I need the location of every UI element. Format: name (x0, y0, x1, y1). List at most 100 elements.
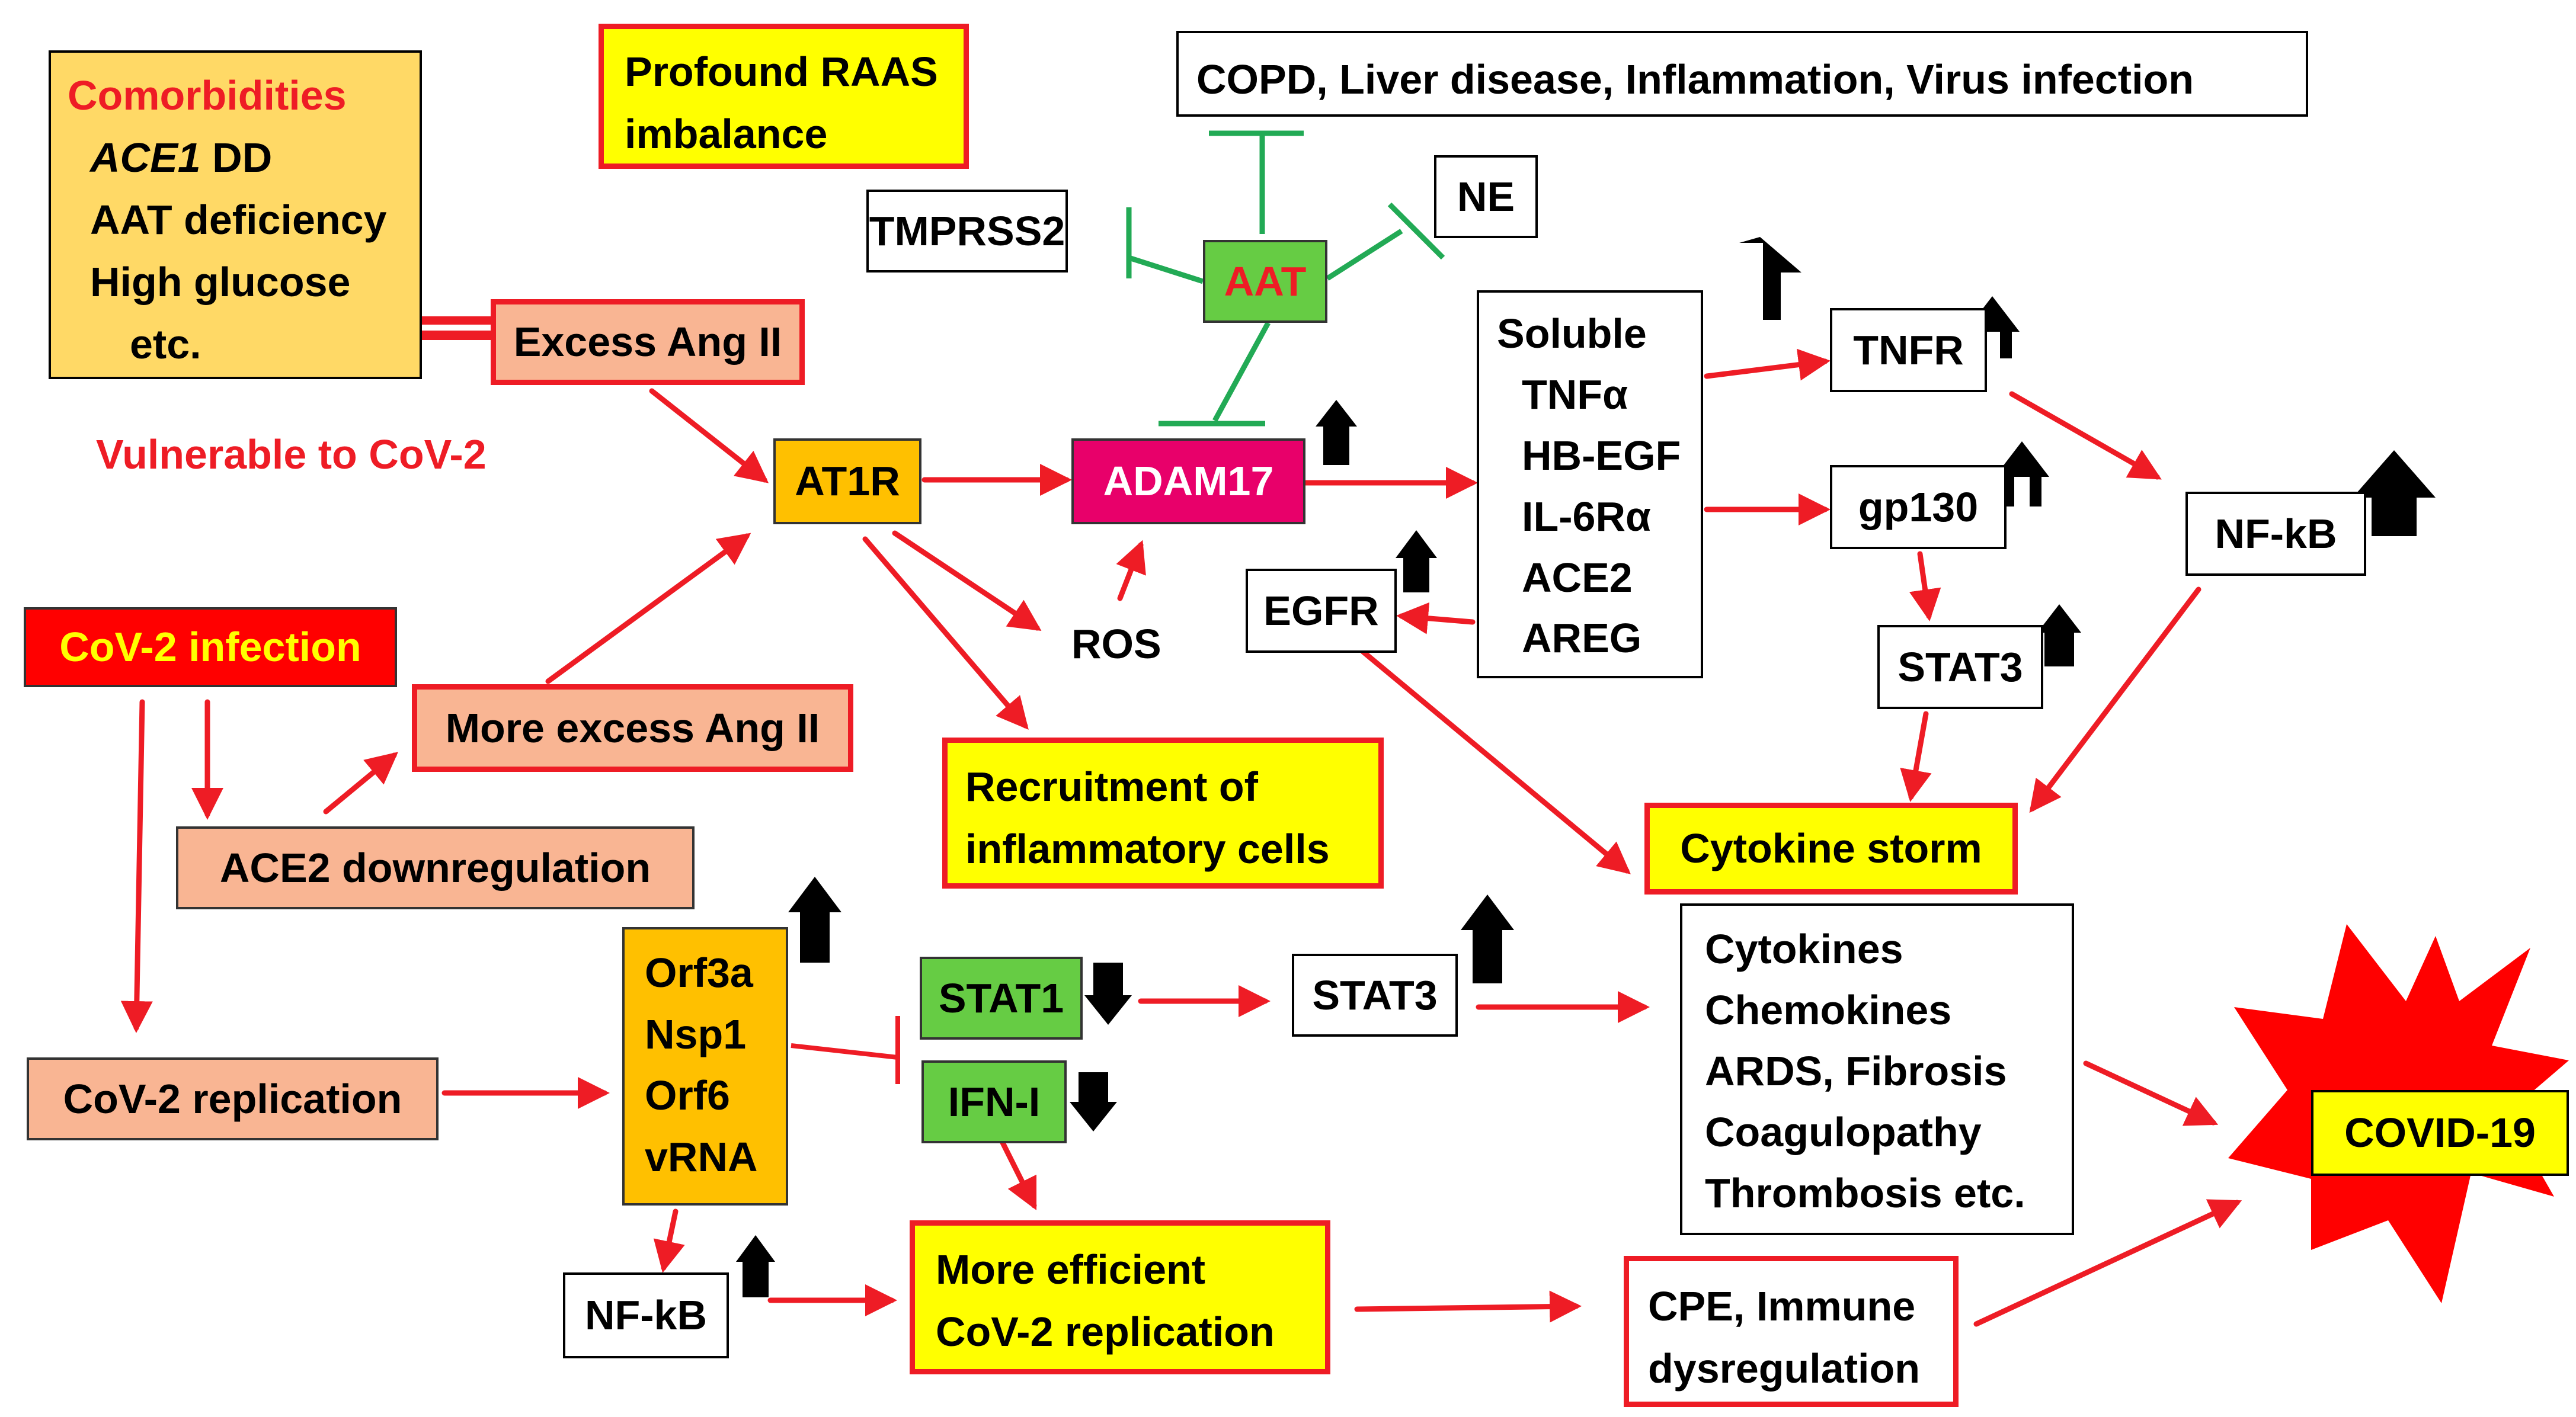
adam17-label: ADAM17 (1103, 458, 1274, 504)
arrow-gp130-stat3 (1909, 551, 1941, 621)
ne-label: NE (1457, 173, 1515, 220)
recruitment-box: Recruitment of inflammatory cells (942, 738, 1384, 889)
efficient-line-2: CoV-2 replication (936, 1309, 1275, 1355)
outcome-cytokines: Cytokines (1705, 926, 1903, 972)
up-arrow-stat3 (2037, 604, 2081, 666)
viral-nsp1: Nsp1 (645, 1011, 747, 1057)
conditions-box: COPD, Liver disease, Inflammation, Virus… (1176, 31, 2308, 117)
viral-inhibition (791, 1016, 900, 1084)
conditions-text: COPD, Liver disease, Inflammation, Virus… (1196, 56, 2194, 102)
stat1-box: STAT1 (920, 957, 1083, 1040)
arrow-egfr-storm (1360, 649, 1631, 874)
arrow-efficient-cpe (1354, 1290, 1582, 1323)
arrow-tnfr-nfkb (2009, 391, 2162, 480)
arrow-viral-nfkb (653, 1208, 685, 1273)
cov2-infection-label: CoV-2 infection (59, 624, 361, 670)
at1r-label: AT1R (795, 458, 900, 504)
arrow-cpe-covid (1973, 1199, 2242, 1327)
more-efficient-box: More efficient CoV-2 replication (910, 1220, 1330, 1374)
outcome-coagulopathy: Coagulopathy (1705, 1108, 1982, 1155)
arrow-stat3-storm (1900, 711, 1932, 802)
up-arrow-egfr (1396, 530, 1437, 592)
cov2-infection-box: CoV-2 infection (24, 607, 397, 687)
up-arrow-nfkb (2353, 450, 2436, 536)
tmprss2-label: TMPRSS2 (869, 207, 1065, 254)
tnfr-box: TNFR (1830, 308, 1987, 392)
up-arrow-soluble (1739, 237, 1801, 320)
up-arrow-adam17 (1316, 400, 1357, 465)
at1r-box: AT1R (773, 438, 921, 524)
arrow-ace2down-moreangii (323, 752, 398, 815)
cytokine-storm-label: Cytokine storm (1680, 825, 1982, 871)
activation-arrows (120, 348, 2242, 1327)
nfkb-lower-box: NF-kB (563, 1272, 729, 1358)
cpe-line-2: dysregulation (1648, 1345, 1920, 1392)
up-arrow-gp130 (1995, 441, 2049, 506)
aat-inhibition-lines (1126, 130, 1445, 427)
soluble-box: Soluble TNFα HB-EGF IL-6Rα ACE2 AREG (1477, 290, 1703, 678)
aat-box: AAT (1203, 240, 1327, 323)
arrow-nfkb-storm (2029, 586, 2201, 813)
ace2-downregulation-label: ACE2 downregulation (219, 844, 651, 891)
arrow-excessangii-at1r (649, 388, 769, 483)
up-arrow-stat3-lower (1461, 895, 1514, 983)
soluble-areg: AREG (1522, 615, 1642, 662)
ne-box: NE (1434, 155, 1538, 238)
recruitment-line-1: Recruitment of (965, 764, 1258, 810)
stat3-lower-box: STAT3 (1292, 954, 1458, 1037)
comorbidities-box: Comorbidities ACE1 DD AAT deficiency Hig… (49, 50, 422, 379)
arrow-at1r-ros (892, 530, 1042, 631)
up-arrow-viral (788, 877, 841, 963)
cov2-replication-label: CoV-2 replication (63, 1075, 402, 1122)
ace1-gene: ACE1 (90, 134, 201, 181)
nfkb-right-label: NF-kB (2215, 510, 2337, 557)
arrow-moreangii-at1r (545, 533, 751, 684)
comorbidity-aat: AAT deficiency (90, 197, 387, 243)
outcomes-box: Cytokines Chemokines ARDS, Fibrosis Coag… (1680, 903, 2074, 1235)
egfr-box: EGFR (1246, 569, 1397, 653)
nfkb-lower-label: NF-kB (584, 1292, 708, 1338)
soluble-ace2: ACE2 (1522, 554, 1633, 601)
excess-ang-ii-box: Excess Ang II (491, 299, 805, 385)
stat3-upper-box: STAT3 (1877, 625, 2043, 709)
comorbidity-etc: etc. (130, 321, 201, 367)
ace1-dd-item: ACE1 DD (68, 127, 420, 189)
more-excess-ang-ii-box: More excess Ang II (412, 684, 853, 772)
vulnerable-label: Vulnerable to CoV-2 (96, 431, 487, 477)
down-arrow-stat1 (1084, 963, 1132, 1025)
outcome-chemokines: Chemokines (1705, 986, 1952, 1033)
cpe-line-1: CPE, Immune (1648, 1283, 1916, 1329)
up-arrow-nfkb-lower (736, 1235, 775, 1297)
outcome-thrombosis: Thrombosis etc. (1705, 1169, 2025, 1216)
soluble-il6ra: IL-6Rα (1522, 493, 1652, 540)
gp130-label: gp130 (1858, 483, 1979, 530)
soluble-title: Soluble (1497, 310, 1647, 357)
excess-ang-ii-label: Excess Ang II (513, 319, 782, 365)
more-excess-ang-ii-label: More excess Ang II (445, 704, 820, 751)
arrow-outcomes-covid (2083, 1060, 2219, 1126)
stat3-upper-label: STAT3 (1897, 643, 2023, 690)
cpe-box: CPE, Immune dysregulation (1624, 1256, 1959, 1407)
ifn-i-label: IFN-I (948, 1078, 1041, 1125)
comorbidity-glucose: High glucose (90, 259, 351, 305)
level-arrows (736, 237, 2436, 1297)
cov2-replication-box: CoV-2 replication (27, 1057, 439, 1140)
arrow-soluble-tnfr (1704, 348, 1831, 381)
profound-raas-box: Profound RAAS imbalance (599, 24, 969, 169)
efficient-line-1: More efficient (936, 1246, 1206, 1293)
stat3-lower-label: STAT3 (1312, 972, 1438, 1018)
nfkb-right-box: NF-kB (2185, 492, 2366, 576)
down-arrow-ifn (1070, 1072, 1117, 1131)
tmprss2-box: TMPRSS2 (866, 190, 1068, 272)
outcome-ards: ARDS, Fibrosis (1705, 1047, 2007, 1094)
ace1-dd-suffix: DD (200, 134, 273, 181)
arrow-ros-adam17 (1116, 540, 1146, 601)
aat-label: AAT (1224, 258, 1307, 304)
soluble-tnfa: TNFα (1522, 371, 1628, 418)
ros-label: ROS (1071, 621, 1161, 667)
arrow-soluble-egfr (1396, 602, 1476, 634)
ace2-downregulation-box: ACE2 downregulation (176, 826, 695, 909)
raas-line-2: imbalance (625, 111, 828, 157)
egfr-label: EGFR (1263, 587, 1379, 634)
